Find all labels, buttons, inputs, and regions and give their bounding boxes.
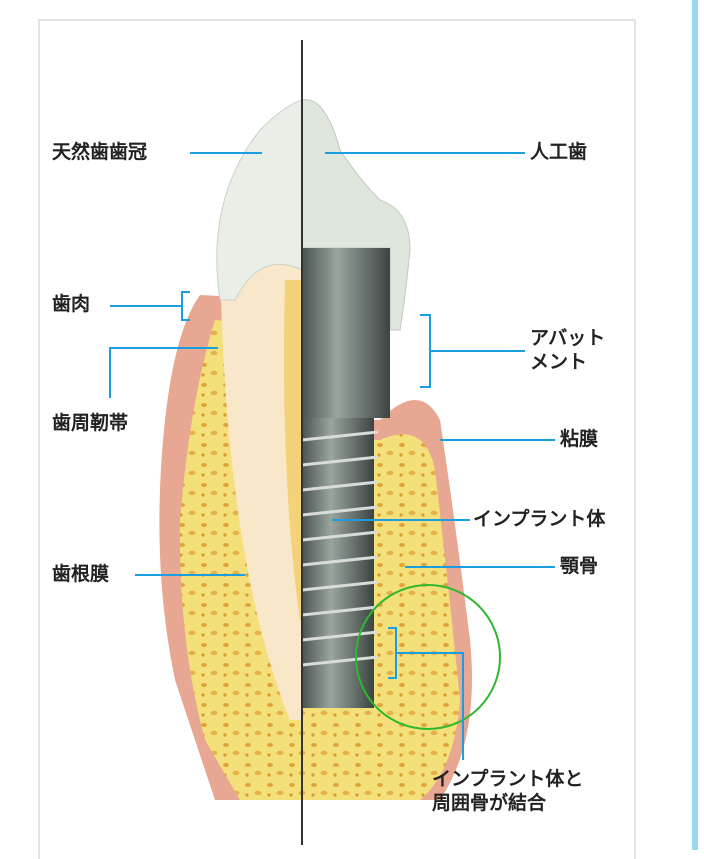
natural-root xyxy=(220,250,302,720)
label-osseointegration-line1: インプラント体と xyxy=(432,768,584,790)
label-abutment-line1: アバット xyxy=(530,327,606,349)
osseointegration-highlight xyxy=(355,584,501,730)
label-osseointegration-line2: 周囲骨が結合 xyxy=(432,791,547,814)
artificial-crown xyxy=(301,99,411,331)
label-natural-crown: 天然歯歯冠 xyxy=(52,141,148,163)
accent-bar xyxy=(692,0,698,850)
diagram-panel xyxy=(38,19,636,859)
natural-crown xyxy=(216,99,303,301)
label-periodontal-membrane: 歯根膜 xyxy=(52,563,110,585)
label-periodontal-ligament: 歯周靭帯 xyxy=(52,412,129,434)
natural-pulp xyxy=(284,280,302,620)
abutment xyxy=(302,248,390,418)
label-gum: 歯肉 xyxy=(52,293,91,315)
label-osseointegration: インプラント体と 周囲骨が結合 xyxy=(432,768,583,816)
leader-lines xyxy=(109,152,555,760)
label-artificial-tooth: 人工歯 xyxy=(530,141,588,163)
label-mucosa: 粘膜 xyxy=(560,428,599,450)
label-abutment: アバット メント xyxy=(530,327,605,375)
label-jawbone: 顎骨 xyxy=(560,555,599,577)
label-implant-body: インプラント体 xyxy=(473,508,606,530)
label-abutment-line2: メント xyxy=(530,350,588,373)
